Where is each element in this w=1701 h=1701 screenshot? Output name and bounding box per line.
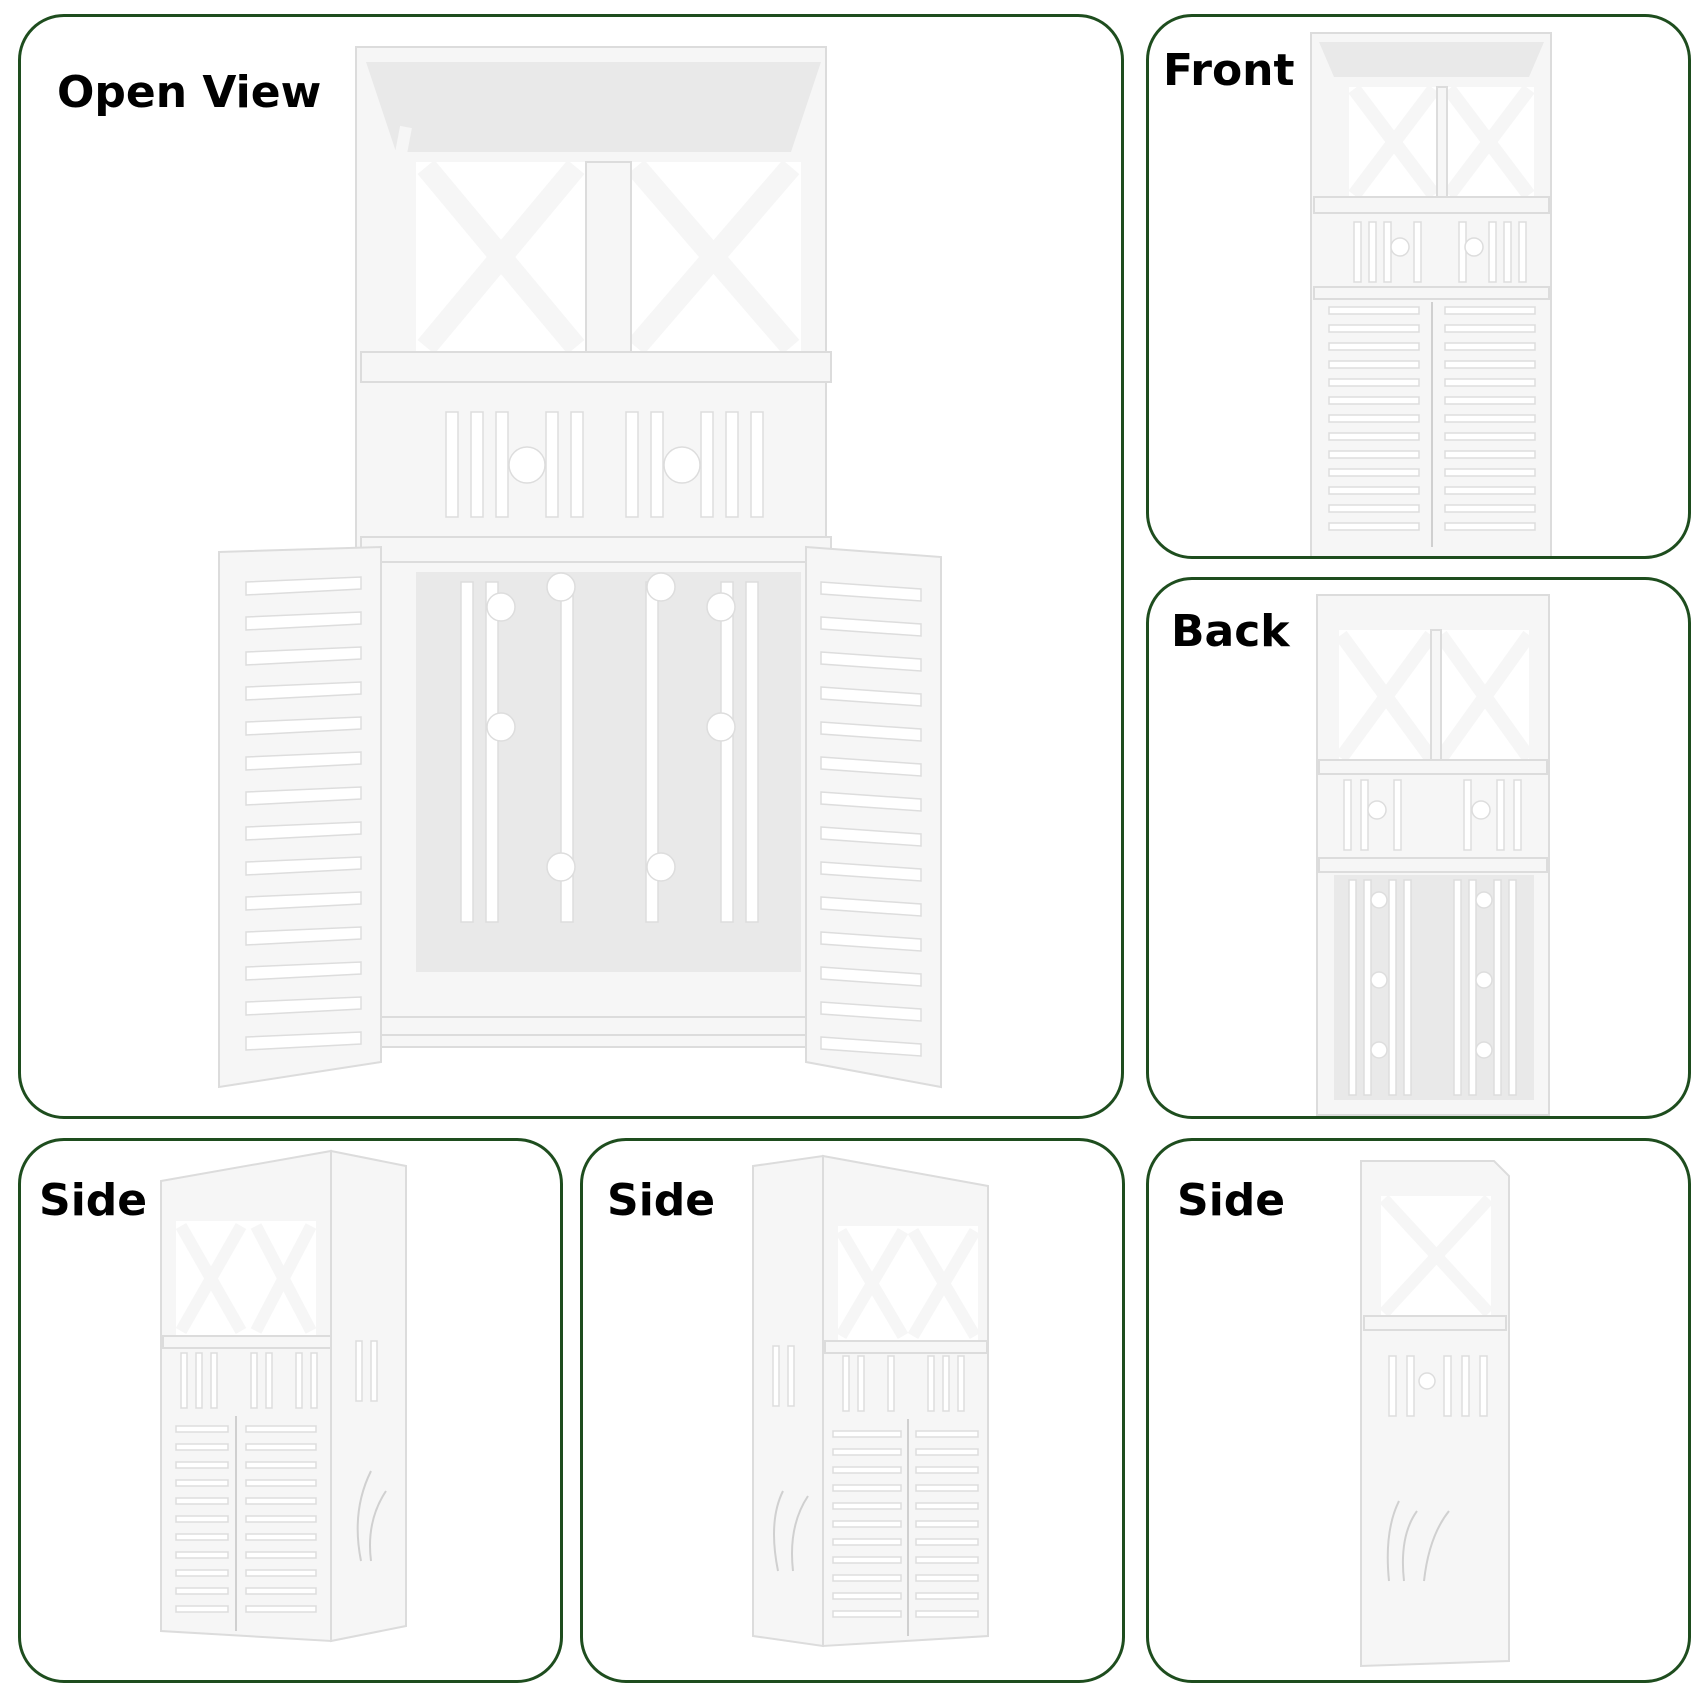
- front-middle-slats: [1353, 221, 1527, 283]
- left-door: [218, 545, 382, 1089]
- cabinet-front-image: [1310, 32, 1552, 556]
- cabinet-back-image: [1316, 594, 1550, 1116]
- panel-side-middle: Side: [580, 1138, 1125, 1683]
- back-middle-slats: [1343, 779, 1522, 851]
- panel-label: Front: [1163, 45, 1295, 96]
- side-middle-slats: [772, 1345, 965, 1412]
- panel-label: Open View: [57, 67, 322, 118]
- panel-label: Side: [607, 1175, 716, 1226]
- lower-back-pattern: [460, 572, 759, 923]
- cabinet-side-right-image: [1360, 1160, 1510, 1668]
- side-middle-door-slats: [832, 1430, 979, 1618]
- panel-front: Front: [1146, 14, 1691, 559]
- cabinet-side-middle-image: [752, 1154, 989, 1648]
- front-door-slats: [1328, 306, 1536, 531]
- panel-label: Back: [1171, 606, 1290, 657]
- panel-label: Side: [1177, 1175, 1286, 1226]
- right-door-slats: [820, 581, 922, 1057]
- side-left-door-slats: [175, 1425, 317, 1613]
- panel-open-view: Open View: [18, 14, 1124, 1119]
- right-door: [805, 545, 942, 1089]
- side-right-slats: [1388, 1355, 1488, 1417]
- panel-side-right: Side: [1146, 1138, 1691, 1683]
- panel-label: Side: [39, 1175, 148, 1226]
- left-door-slats: [245, 576, 362, 1051]
- side-left-slats: [180, 1340, 378, 1409]
- cabinet-open-image: [218, 46, 942, 1089]
- middle-slats: [445, 411, 764, 518]
- cabinet-side-left-image: [160, 1149, 407, 1643]
- panel-side-left: Side: [18, 1138, 563, 1683]
- back-lower-pattern: [1348, 879, 1517, 1096]
- panel-back: Back: [1146, 577, 1691, 1119]
